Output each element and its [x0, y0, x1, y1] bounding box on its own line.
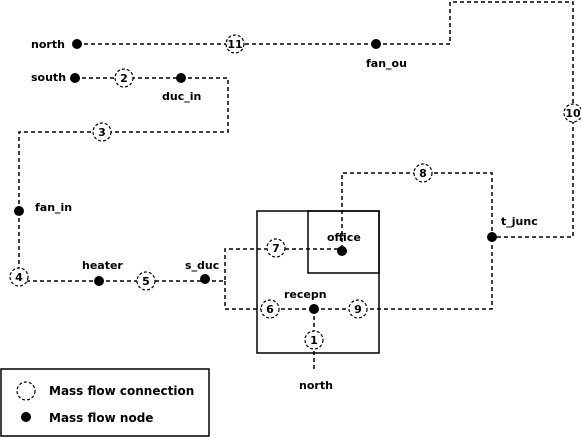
connection-11-marker: [225, 34, 245, 54]
legend-connection-icon: [16, 381, 36, 401]
node-s-duc: [200, 274, 210, 284]
connection-4-label: 4: [15, 271, 23, 284]
flow-paths: [18, 1, 574, 371]
label-north-top: north: [31, 38, 65, 51]
node-south: [70, 73, 80, 83]
connection-10-marker: [563, 103, 581, 123]
label-recepn: recepn: [284, 288, 327, 301]
path-s-duc-recepn: [224, 281, 314, 310]
legend-connection-label: Mass flow connection: [49, 384, 194, 398]
label-fan-in: fan_in: [35, 201, 72, 214]
mass-flow-nodes: [14, 39, 497, 314]
connection-4-marker: [9, 267, 29, 287]
label-duc-in: duc_in: [162, 90, 201, 103]
label-south: south: [31, 71, 66, 84]
connection-9-marker: [348, 299, 368, 319]
connection-5-marker: [136, 271, 156, 291]
node-recepn: [309, 304, 319, 314]
path-duc-in-fan-in: [18, 77, 229, 211]
connection-7-label: 7: [272, 242, 280, 255]
legend: Mass flow connection Mass flow node: [0, 368, 210, 437]
connection-2-label: 2: [120, 72, 128, 85]
label-office: office: [327, 231, 361, 244]
label-fan-ou: fan_ou: [366, 57, 407, 70]
node-north-top: [72, 39, 82, 49]
office-room-outline: [307, 210, 380, 274]
connection-3-marker: [92, 122, 112, 142]
connection-10-label: 10: [565, 107, 581, 120]
label-t-junc: t_junc: [501, 215, 538, 228]
connection-11-label: 11: [227, 38, 242, 51]
legend-node-icon: [21, 412, 31, 422]
path-fan-ou-t-junc: [376, 1, 574, 238]
node-duc-in: [176, 73, 186, 83]
connection-7-marker: [266, 238, 286, 258]
connection-1-label: 1: [310, 334, 318, 347]
connection-9-label: 9: [354, 303, 362, 316]
label-north-bottom: north: [299, 379, 333, 392]
label-heater: heater: [82, 259, 123, 272]
connection-5-label: 5: [142, 275, 150, 288]
connection-2-marker: [114, 68, 134, 88]
connection-3-label: 3: [98, 126, 106, 139]
mass-flow-connections: 1 2 3 4 5 6 7 8 9 10 11: [9, 34, 581, 350]
node-office: [337, 246, 347, 256]
legend-node-label: Mass flow node: [49, 411, 153, 425]
node-heater: [94, 276, 104, 286]
label-s-duc: s_duc: [185, 259, 219, 272]
connection-8-marker: [413, 163, 433, 183]
connection-6-label: 6: [266, 303, 274, 316]
node-labels: north fan_ou south duc_in fan_in heater …: [31, 38, 538, 392]
connection-6-marker: [260, 299, 280, 319]
node-t-junc: [487, 232, 497, 242]
path-recepn-t-junc: [314, 237, 493, 310]
path-s-duc-office: [205, 248, 342, 282]
legend-box: [0, 368, 210, 437]
node-fan-ou: [371, 39, 381, 49]
connection-1-marker: [304, 330, 324, 350]
node-fan-in: [14, 206, 24, 216]
connection-8-label: 8: [419, 167, 427, 180]
